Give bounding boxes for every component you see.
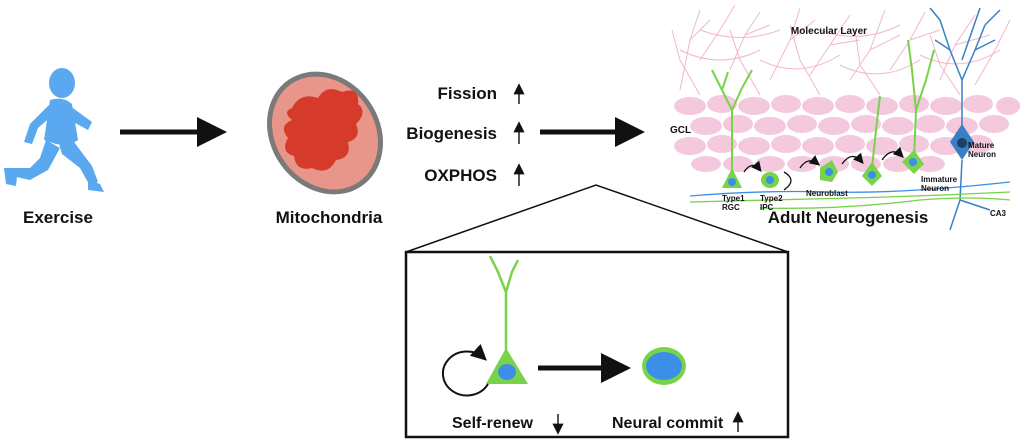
arrow-type1-to-type2 [743,160,762,173]
immature-neuron-label-line1: Immature [921,175,958,184]
gcl-label: GCL [670,125,691,136]
mature-neuron-nucleus [957,138,967,148]
mature-neuron-dendrites [929,7,1001,231]
adult-neurogenesis-label: Adult Neurogenesis [768,208,929,227]
inset-rgc-nucleus [498,364,516,380]
neural-commit-label: Neural commit [612,415,724,432]
mitochondrion-icon [267,71,383,195]
type2-self-loop [783,171,792,191]
arrow-to-immature-1 [841,152,864,165]
neuroblast-label: Neuroblast [806,189,848,198]
self-renew-label: Self-renew [452,415,533,432]
molecular-layer-label: Molecular Layer [791,26,867,37]
inset-rgc-process [488,255,520,352]
ca3-label: CA3 [990,209,1007,218]
type2-ipc-nucleus [766,176,774,184]
type2-label: Type2 [760,194,783,203]
neuroblast-nucleus [825,168,833,176]
immature-neuron-dendrites [871,39,935,169]
gcl-cells [674,95,1020,172]
zoom-lines [405,184,789,253]
ipc-label: IPC [760,203,774,212]
immature-neuron-label-line2: Neuron [921,184,949,193]
dentate-gyrus-panel [671,4,1020,231]
runner-icon [4,68,104,192]
biogenesis-label: Biogenesis [406,124,497,143]
axon-fibers [689,181,1011,209]
oxphos-label: OXPHOS [424,166,497,185]
molecular-layer-fibers [671,4,1011,96]
immature-neuron-1-nucleus [868,171,876,179]
exercise-label: Exercise [23,208,93,227]
self-renew-loop-arrow [441,343,489,397]
committed-cell-nucleus [646,352,682,380]
rgc-label: RGC [722,203,740,212]
inset-box [404,250,790,439]
mature-neuron-label-line2: Neuron [968,150,996,159]
type1-rgc-nucleus [728,178,736,186]
type1-label: Type1 [722,194,745,203]
mitochondria-label: Mitochondria [276,208,383,227]
fission-label: Fission [437,84,497,103]
arrow-to-neuroblast [799,155,821,169]
type1-rgc-cell [711,69,753,172]
arrow-to-immature-2 [881,146,904,161]
immature-neuron-2-nucleus [909,158,917,166]
mature-neuron-label-line1: Mature [968,141,995,150]
